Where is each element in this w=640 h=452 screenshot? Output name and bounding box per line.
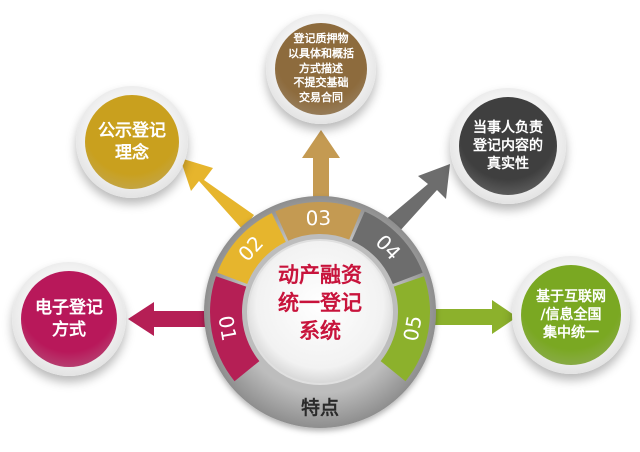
bubble-text-line: 理念 — [115, 143, 149, 163]
bubble-collateral-description: 登记质押物 以具体和概括 方式描述 不提交基础 交易合同 — [266, 14, 376, 124]
hub-segment-02 — [217, 213, 286, 285]
bubble-public-registration-inner: 公示登记 理念 — [85, 95, 179, 189]
hub-segment-04 — [351, 211, 423, 285]
bubble-text-line: 基于互联网 — [536, 288, 606, 305]
bubble-text-line: 交易合同 — [299, 91, 343, 105]
bubble-public-registration: 公示登记 理念 — [76, 86, 188, 198]
bubble-text-line: 真实性 — [487, 156, 529, 173]
bubble-text-line: 公示登记 — [98, 120, 166, 141]
bubble-text-line: 电子登记 — [35, 297, 103, 318]
hub-bottom-label: 特点 — [300, 397, 339, 419]
bubble-text-line: 当事人负责 — [473, 119, 543, 136]
bubble-text-line: 登记内容的 — [473, 137, 543, 154]
bubble-internet-based-inner: 基于互联网 /信息全国 集中统一 — [521, 265, 621, 365]
hub-inner-disc — [247, 239, 393, 385]
bubble-collateral-description-inner: 登记质押物 以具体和概括 方式描述 不提交基础 交易合同 — [275, 23, 367, 115]
segment-number-05: 05 — [399, 314, 427, 343]
bubble-electronic-registration: 电子登记 方式 — [12, 262, 126, 376]
bubble-text-line: 方式 — [52, 320, 86, 340]
bubble-text-line: 集中统一 — [543, 325, 599, 342]
bubble-text-line: 登记质押物 — [293, 31, 349, 45]
bubble-internet-based: 基于互联网 /信息全国 集中统一 — [512, 256, 630, 374]
hub-title-line: 动产融资 — [278, 263, 362, 287]
hub-title-line: 统一登记 — [278, 290, 362, 315]
arrow-to-public — [180, 158, 254, 230]
hub-segment-03 — [275, 201, 362, 241]
bubble-text-line: 不提交基础 — [293, 76, 349, 90]
hub-segments — [209, 201, 430, 382]
hub-title: 动产融资 统一登记 系统 — [258, 262, 382, 346]
segment-number-03: 03 — [305, 206, 331, 230]
bubble-parties-responsibility: 当事人负责 登记内容的 真实性 — [450, 88, 566, 204]
bubble-electronic-registration-inner: 电子登记 方式 — [21, 271, 117, 367]
bubble-text-line: /信息全国 — [540, 306, 602, 323]
hub-segment-05 — [380, 276, 430, 382]
hub-segment-01 — [209, 276, 260, 382]
arrow-to-collateral — [302, 130, 340, 207]
segment-number-01: 01 — [213, 314, 241, 343]
arrow-to-parties — [384, 164, 450, 233]
bubble-text-line: 方式描述 — [299, 61, 343, 75]
hub-title-line: 系统 — [299, 318, 341, 343]
bubble-text-line: 以具体和概括 — [288, 46, 354, 60]
bubble-parties-responsibility-inner: 当事人负责 登记内容的 真实性 — [459, 97, 557, 195]
